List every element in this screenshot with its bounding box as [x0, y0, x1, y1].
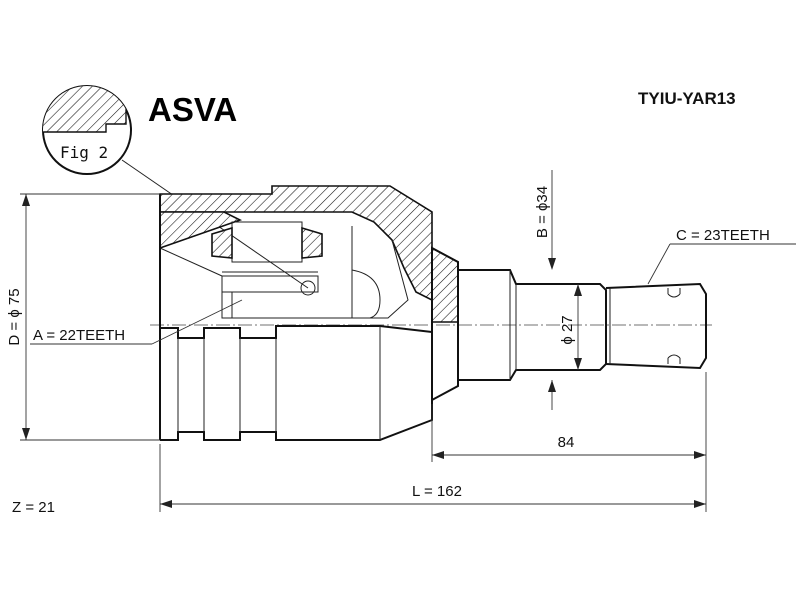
dim-outer-diameter: D = ϕ 75: [6, 193, 160, 441]
outer-spline-label: C = 23TEETH: [676, 227, 770, 244]
total-length-label: L = 162: [412, 483, 462, 500]
output-stem: [431, 246, 707, 402]
housing-bore: [159, 239, 409, 319]
spline-end: [605, 282, 707, 370]
part-number: TYIU-YAR13: [638, 89, 736, 108]
dim-bearing-diameter: B = ϕ34: [534, 170, 556, 410]
dim-total-length: L = 162: [159, 444, 707, 512]
inner-spline-label: A = 22TEETH: [33, 327, 125, 344]
brand-logo: ASVA: [148, 91, 237, 128]
bearing-diameter-label: B = ϕ34: [534, 186, 551, 238]
circlip-groove: [667, 288, 681, 364]
bore-curve: [351, 269, 381, 319]
stem-collar: [431, 246, 459, 402]
stem-length-label: 84: [558, 434, 575, 451]
ball-count-label: Z = 21: [12, 499, 55, 516]
ball-slot-right: [301, 226, 323, 259]
dim-stem-length: 84: [431, 372, 707, 462]
inner-race: [211, 221, 381, 319]
dim-inner-spline: A = 22TEETH: [30, 299, 243, 345]
detail-label: Fig 2: [60, 143, 108, 162]
ball-slot-left: [211, 226, 233, 259]
detail-target: [300, 280, 316, 296]
stem-shoulder: [458, 269, 607, 381]
outer-diameter-label: D = ϕ 75: [6, 288, 23, 345]
housing-lower-exterior: [160, 325, 433, 441]
shaft-diameter-label: ϕ 27: [559, 315, 576, 344]
dim-shaft-diameter: ϕ 27: [559, 284, 582, 370]
detail-view-fig2: Fig 2: [42, 85, 132, 175]
cage-bottom: [221, 275, 319, 293]
dim-outer-spline: C = 23TEETH: [647, 227, 796, 285]
cage-top: [231, 221, 303, 263]
outer-housing: [159, 185, 459, 441]
